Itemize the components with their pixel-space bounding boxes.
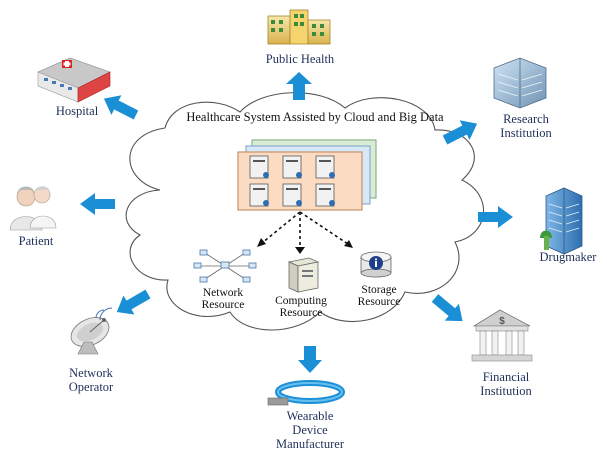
- label-storage-resource: Storage Resource: [357, 284, 401, 308]
- label-computing-resource: Computing Resource: [275, 295, 327, 319]
- arrow-patient: [80, 193, 115, 215]
- arrow-drugmaker: [478, 206, 513, 228]
- arrows: [80, 72, 513, 373]
- label-wearable-device-manufacturer: Wearable Device Manufacturer: [275, 409, 345, 451]
- label-network-resource: Network Resource: [201, 287, 245, 311]
- label-hospital: Hospital: [55, 104, 99, 118]
- server-icon: [287, 257, 320, 293]
- cloud-shape: [125, 92, 485, 331]
- label-patient: Patient: [18, 234, 54, 248]
- disk-icon: [360, 251, 392, 278]
- arrow-up-public-health: [286, 72, 312, 100]
- dashed-arrowheads: [257, 238, 353, 254]
- arrow-network-operator: [116, 289, 151, 315]
- label-network-operator: Network Operator: [68, 366, 114, 394]
- label-public-health: Public Health: [265, 52, 335, 66]
- arrow-down-wearable: [298, 346, 322, 373]
- server-cluster-icon: [237, 139, 377, 211]
- patient-icon: [9, 186, 57, 231]
- arrow-research: [442, 120, 478, 145]
- diagram-title: Healthcare System Assisted by Cloud and …: [186, 110, 444, 124]
- dashed-connectors: [261, 211, 349, 247]
- label-financial-institution: Financial Institution: [480, 370, 532, 398]
- bank-icon: $: [471, 309, 533, 362]
- building-icon: [267, 9, 331, 45]
- wristband-icon: [267, 380, 345, 406]
- satellite-dish-icon: [70, 307, 113, 355]
- svg-text:$: $: [499, 316, 505, 327]
- hospital-icon: [37, 57, 111, 103]
- tower-building-icon: [540, 187, 583, 255]
- office-building-icon: [493, 57, 547, 109]
- label-research-institution: Research Institution: [500, 112, 552, 140]
- label-drugmaker: Drugmaker: [539, 250, 597, 264]
- arrow-financial: [431, 294, 463, 322]
- arrow-hospital: [103, 95, 139, 120]
- network-nodes-icon: [193, 249, 257, 283]
